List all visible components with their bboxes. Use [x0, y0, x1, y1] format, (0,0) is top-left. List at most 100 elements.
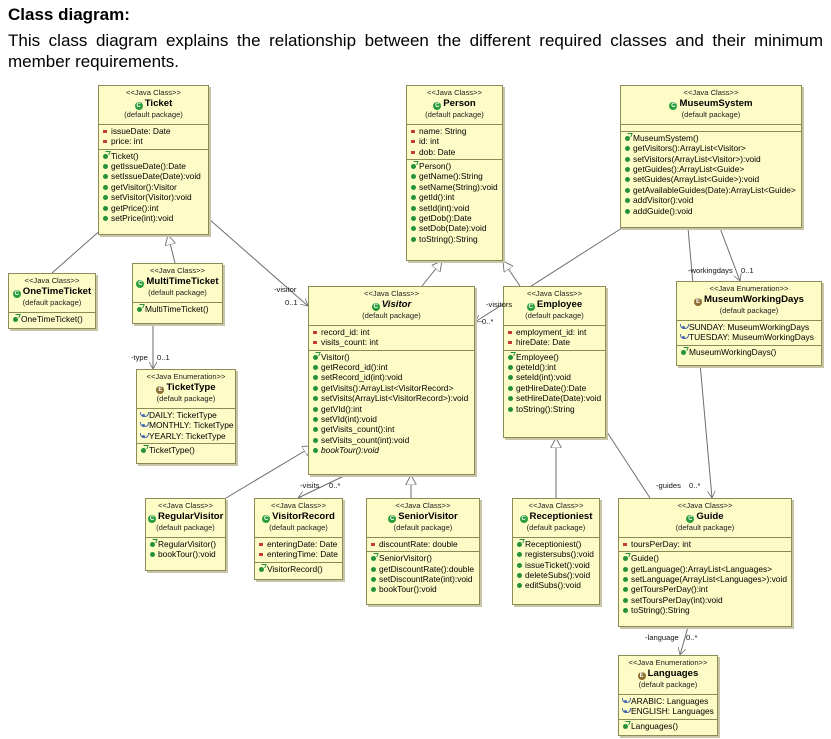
member-text: editSubs():void — [525, 580, 581, 591]
member-text: getVisitors():ArrayList<Visitor> — [633, 143, 746, 154]
private-visibility-icon — [102, 128, 109, 135]
member-text: bookTour():void — [379, 584, 437, 595]
package-label: (default package) — [675, 523, 735, 533]
public-visibility-icon — [370, 576, 377, 583]
public-visibility-icon — [102, 194, 109, 201]
field-row: record_id: int — [312, 327, 471, 337]
member-text: id: int — [419, 136, 440, 147]
method-row: setVisitors(ArrayList<Visitor>):void — [624, 154, 798, 164]
inherit-regular-visitor — [225, 446, 313, 499]
constructor-icon — [12, 316, 19, 323]
method-row: getVisits_count():int — [312, 424, 471, 434]
public-visibility-icon — [507, 406, 514, 413]
method-row: getIssueDate():Date — [102, 161, 205, 171]
public-visibility-icon — [312, 364, 319, 371]
public-visibility-icon — [516, 562, 523, 569]
method-row: setToursPerDay(int):void — [622, 595, 788, 605]
member-text: bookTour():void — [321, 445, 379, 456]
field-row: name: String — [410, 126, 499, 136]
method-list: MuseumWorkingDays() — [677, 344, 821, 359]
edge-label-type-mult: 0..1 — [157, 353, 170, 362]
member-text: RegularVisitor() — [158, 538, 217, 549]
member-text: getName():String — [419, 171, 483, 182]
enum-literal-row: TUESDAY: MuseumWorkingDays — [680, 332, 818, 342]
member-text: setToursPerDay(int):void — [631, 594, 723, 605]
member-text: Ticket() — [111, 150, 139, 161]
package-label: (default package) — [22, 298, 82, 308]
stereotype: <<Java Class>> — [395, 501, 451, 510]
method-row: setVisits_count(int):void — [312, 435, 471, 445]
method-row: Visitor() — [312, 352, 471, 362]
member-text: getDob():Date — [419, 213, 472, 224]
member-text: getPrice():int — [111, 202, 159, 213]
class-icon: C — [12, 290, 21, 299]
field-list: discountRate: double — [367, 538, 479, 551]
method-row: Ticket() — [102, 151, 205, 161]
method-row: getToursPerDay():int — [622, 584, 788, 594]
member-text: getVId():int — [321, 403, 362, 414]
member-text: SUNDAY: MuseumWorkingDays — [689, 321, 810, 332]
method-row: getVisitor():Visitor — [102, 182, 205, 192]
member-text: DAILY: TicketType — [149, 409, 217, 420]
member-text: VisitorRecord() — [267, 563, 323, 574]
method-row: addVisitor():void — [624, 195, 798, 205]
enum-literal-row: SUNDAY: MuseumWorkingDays — [680, 322, 818, 332]
enum-literal-icon — [622, 697, 631, 705]
method-list: Languages() — [619, 718, 717, 733]
package-label: (default package) — [526, 523, 586, 533]
package-label: (default package) — [719, 306, 779, 316]
member-text: issueTicket():void — [525, 559, 590, 570]
member-text: setVisits(ArrayList<VisitorRecord>):void — [321, 393, 469, 404]
method-row: getLanguage():ArrayList<Languages> — [622, 564, 788, 574]
class-name: Employee — [536, 299, 583, 311]
method-list: Guide()getLanguage():ArrayList<Languages… — [619, 551, 791, 617]
member-text: getLanguage():ArrayList<Languages> — [631, 563, 773, 574]
member-text: setVisitor(Visitor):void — [111, 192, 192, 203]
diagram-heading: Class diagram: — [8, 5, 130, 24]
constructor-icon — [516, 541, 523, 548]
member-text: toString():String — [631, 605, 690, 616]
stereotype: <<Java Enumeration>> — [709, 284, 789, 293]
package-label: (default package) — [269, 523, 328, 533]
member-text: record_id: int — [321, 326, 370, 337]
member-text: addGuide():void — [633, 205, 693, 216]
method-row: Employee() — [507, 352, 602, 362]
stereotype: <<Java Class>> — [527, 289, 582, 298]
class-name: MuseumSystem — [679, 98, 753, 110]
private-visibility-icon — [102, 138, 109, 145]
inherit-multitime-ticket — [168, 235, 175, 264]
member-text: TUESDAY: MuseumWorkingDays — [689, 332, 814, 343]
private-visibility-icon — [258, 551, 265, 558]
stereotype: <<Java Class>> — [364, 289, 419, 298]
method-row: setName(String):void — [410, 182, 499, 192]
public-visibility-icon — [410, 194, 417, 201]
method-row: toString():String — [507, 404, 602, 414]
constructor-icon — [149, 541, 156, 548]
method-row: setVId(int):void — [312, 414, 471, 424]
member-text: getRecord_id():int — [321, 362, 388, 373]
method-row: getAvailableGuides(Date):ArrayList<Guide… — [624, 185, 798, 195]
stereotype: <<Java Class>> — [158, 501, 213, 510]
method-row: setVisits(ArrayList<VisitorRecord>):void — [312, 393, 471, 403]
member-text: MuseumSystem() — [633, 132, 699, 143]
member-text: getId():int — [419, 192, 455, 203]
member-text: Receptioniest() — [525, 538, 582, 549]
enum-icon: E — [156, 386, 165, 395]
public-visibility-icon — [622, 607, 629, 614]
